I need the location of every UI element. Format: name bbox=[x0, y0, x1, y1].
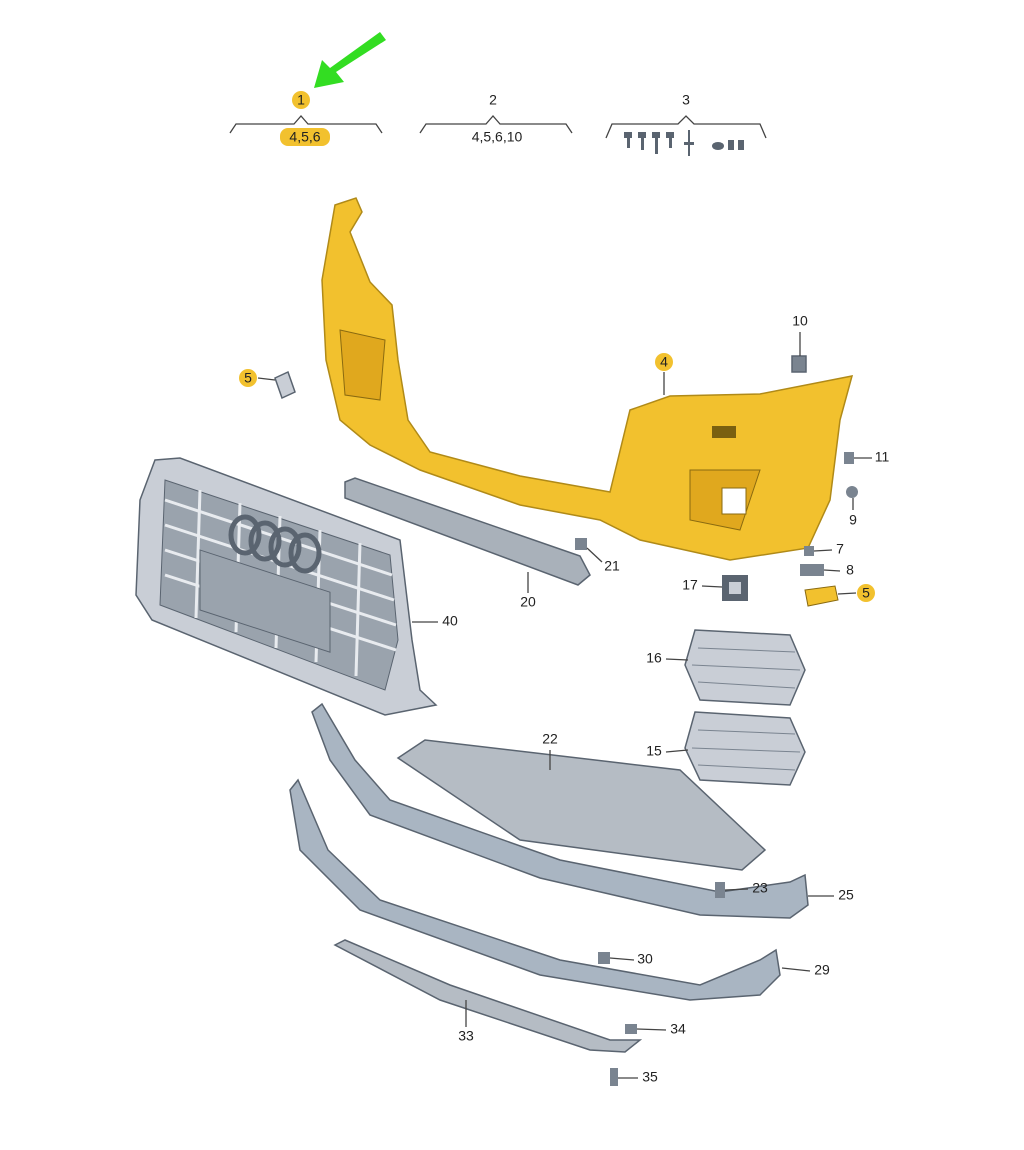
radiator-grille[interactable] bbox=[135, 457, 438, 716]
group-number: 3 bbox=[682, 92, 690, 108]
callout-17[interactable]: 17 bbox=[682, 577, 698, 593]
fog-grille-15[interactable] bbox=[684, 711, 806, 786]
callout-15[interactable]: 15 bbox=[646, 743, 662, 759]
nut-9[interactable] bbox=[846, 486, 858, 498]
callout-23[interactable]: 23 bbox=[752, 880, 768, 896]
callout-5-right[interactable]: 5 bbox=[862, 585, 870, 601]
group-contents: 4,5,6 bbox=[289, 129, 320, 145]
green-arrow-icon bbox=[314, 32, 386, 88]
grille-bracket[interactable] bbox=[344, 477, 591, 586]
callout-29[interactable]: 29 bbox=[814, 962, 830, 978]
callout-16[interactable]: 16 bbox=[646, 650, 662, 666]
tow-cover-right[interactable] bbox=[804, 585, 839, 607]
clip-21[interactable] bbox=[575, 538, 587, 550]
bracket-8[interactable] bbox=[800, 564, 824, 576]
callout-21[interactable]: 21 bbox=[604, 558, 620, 574]
bolt-35[interactable] bbox=[610, 1068, 618, 1086]
spoiler-25[interactable] bbox=[311, 702, 809, 919]
spoiler-29[interactable] bbox=[289, 778, 781, 1001]
group-2[interactable]: 2 4,5,6,10 bbox=[419, 92, 573, 145]
fasteners-icon bbox=[624, 130, 744, 156]
callout-11[interactable]: 11 bbox=[875, 449, 890, 465]
callout-7[interactable]: 7 bbox=[836, 541, 844, 557]
callout-30[interactable]: 30 bbox=[637, 951, 653, 967]
callout-25[interactable]: 25 bbox=[838, 887, 854, 903]
callout-4[interactable]: 4 bbox=[660, 354, 668, 370]
group-number: 1 bbox=[297, 92, 305, 108]
trim-strip-33[interactable] bbox=[333, 939, 643, 1053]
callout-20[interactable]: 20 bbox=[520, 594, 536, 610]
callout-22[interactable]: 22 bbox=[542, 731, 558, 747]
tow-cover-left[interactable] bbox=[274, 370, 296, 400]
clip-30[interactable] bbox=[598, 952, 610, 964]
callout-8[interactable]: 8 bbox=[846, 562, 854, 578]
clip-34[interactable] bbox=[625, 1024, 637, 1034]
callout-5-left[interactable]: 5 bbox=[244, 370, 252, 386]
callout-34[interactable]: 34 bbox=[670, 1021, 686, 1037]
fog-grille-16[interactable] bbox=[684, 629, 806, 706]
callout-35[interactable]: 35 bbox=[642, 1069, 658, 1085]
group-contents: 4,5,6,10 bbox=[472, 129, 523, 145]
callout-9[interactable]: 9 bbox=[849, 512, 857, 528]
callout-40[interactable]: 40 bbox=[442, 613, 458, 629]
callout-33[interactable]: 33 bbox=[458, 1028, 474, 1044]
underbody-panel[interactable] bbox=[396, 739, 767, 871]
group-1[interactable]: 1 4,5,6 bbox=[229, 91, 383, 146]
bolt-11[interactable] bbox=[844, 452, 854, 464]
clip-10[interactable] bbox=[791, 355, 807, 373]
bolt-23[interactable] bbox=[715, 882, 725, 898]
group-number: 2 bbox=[489, 92, 497, 108]
callout-10[interactable]: 10 bbox=[792, 313, 808, 329]
audi-rings-icon bbox=[228, 514, 322, 574]
bumper-cover[interactable] bbox=[321, 197, 854, 561]
bolt-7[interactable] bbox=[804, 546, 814, 556]
group-3[interactable]: 3 bbox=[605, 92, 767, 156]
